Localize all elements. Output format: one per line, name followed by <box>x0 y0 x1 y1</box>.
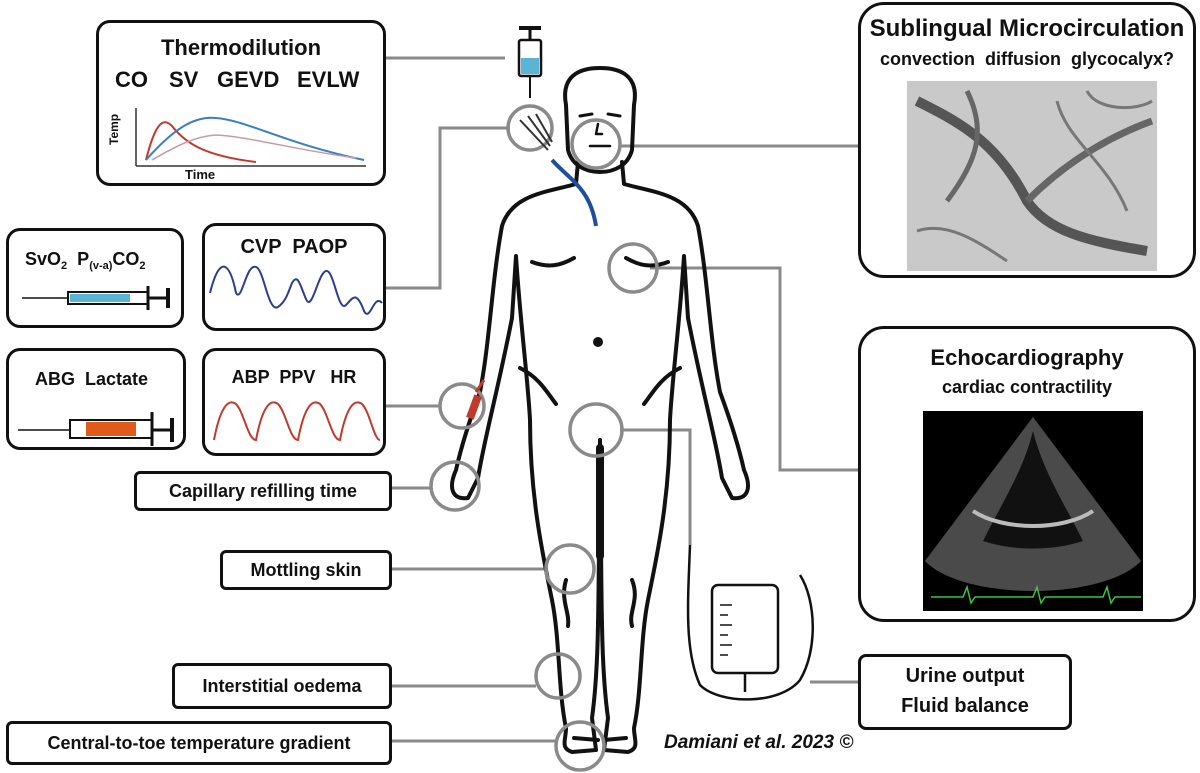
pva-subscript: (v-a) <box>89 260 113 272</box>
connector-lines <box>362 56 858 743</box>
cvp-paop-box: CVP PAOP <box>202 223 386 331</box>
thermodilution-param-sv: SV <box>169 67 199 92</box>
thermodilution-x-label: Time <box>185 167 216 182</box>
microvessel-pattern <box>907 81 1157 271</box>
oedema-label: Interstitial oedema <box>202 676 362 696</box>
venous-gas-label: SvO2 P(v-a)CO2 <box>25 249 146 272</box>
echocardiography-title: Echocardiography <box>930 345 1124 370</box>
co2-text: CO <box>112 249 140 269</box>
arterial-catheter-icon <box>466 379 486 420</box>
arterial-gas-box: ABG Lactate <box>6 348 186 450</box>
arterial-pressure-box: ABP PPV HR <box>202 348 386 456</box>
thermodilution-param-evlw: EVLW <box>297 67 360 92</box>
thermodilution-param-gevd: GEVD <box>217 67 280 92</box>
co2-subscript: 2 <box>139 260 146 272</box>
pva-text: P <box>77 249 90 269</box>
mottling-box: Mottling skin <box>220 550 392 590</box>
arterial-syringe-icon <box>18 412 174 446</box>
cvp-paop-label: CVP PAOP <box>240 236 348 258</box>
cvp-waveform <box>209 265 383 315</box>
thermodilution-syringe-icon <box>517 26 543 98</box>
thermodilution-title: Thermodilution <box>160 35 322 60</box>
echocardiography-box: Echocardiography cardiac contractility <box>858 326 1196 622</box>
echo-sector <box>925 417 1141 605</box>
echocardiogram-image <box>923 411 1143 611</box>
abp-waveform <box>213 401 381 442</box>
toe-gradient-label: Central-to-toe temperature gradient <box>47 733 351 753</box>
svo2-text: SvO <box>25 249 62 269</box>
site-circles <box>429 104 659 772</box>
thermodilution-param-co: CO <box>115 67 148 92</box>
arterial-pressure-label: ABP PPV HR <box>231 367 357 387</box>
thermodilution-box: Thermodilution CO SV GEVD EVLW Temp Time <box>96 20 386 186</box>
microcirculation-title: Sublingual Microcirculation <box>869 15 1185 42</box>
urine-bag-icon <box>686 544 814 701</box>
urine-output-label: Urine output <box>905 665 1025 687</box>
mottling-label: Mottling skin <box>250 560 362 580</box>
neck-catheter-icon <box>519 113 553 151</box>
toe-gradient-box: Central-to-toe temperature gradient <box>6 721 392 765</box>
oedema-box: Interstitial oedema <box>172 663 392 709</box>
capillary-refill-label: Capillary refilling time <box>168 481 358 501</box>
echocardiography-subtitle: cardiac contractility <box>941 377 1113 397</box>
svo2-subscript: 2 <box>61 260 68 272</box>
venous-gas-box: SvO2 P(v-a)CO2 <box>6 228 184 328</box>
urine-output-box: Urine output Fluid balance <box>858 654 1072 730</box>
microcirculation-subtitle: convection diffusion glycocalyx? <box>879 49 1175 69</box>
fluid-balance-label: Fluid balance <box>901 695 1029 717</box>
thermodilution-curve <box>135 108 366 167</box>
arterial-gas-label: ABG Lactate <box>35 369 149 389</box>
author-credit: Damiani et al. 2023 © <box>664 732 854 753</box>
microcirculation-image <box>907 81 1157 271</box>
venous-syringe-icon <box>22 286 170 310</box>
capillary-refill-box: Capillary refilling time <box>134 471 392 511</box>
catheter-line <box>550 158 598 227</box>
body-outline <box>450 66 750 754</box>
microcirculation-box: Sublingual Microcirculation convection d… <box>858 2 1196 278</box>
